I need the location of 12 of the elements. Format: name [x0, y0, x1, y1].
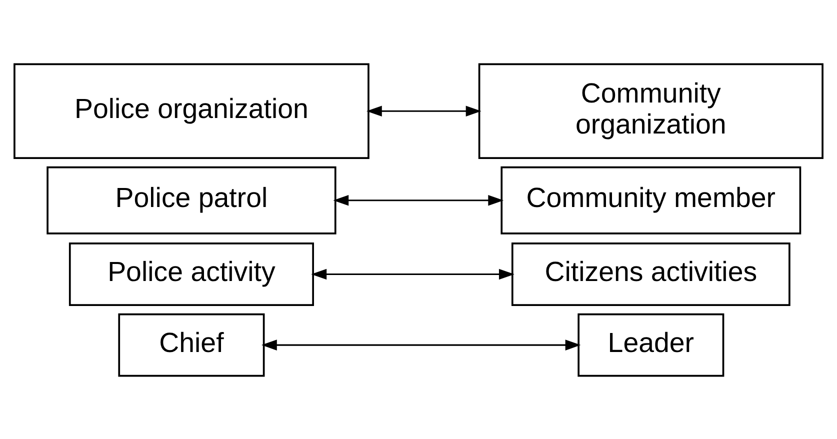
arrow	[366, 105, 482, 116]
node-box: Police patrol	[46, 166, 336, 234]
node-box: Community organization	[478, 62, 824, 158]
node-box: Chief	[118, 312, 265, 376]
arrow	[261, 339, 581, 350]
node-box: Police activity	[68, 242, 314, 306]
arrow	[311, 268, 514, 280]
arrow	[333, 194, 504, 206]
node-box: Community member	[500, 166, 802, 234]
node-box: Police organization	[14, 62, 370, 158]
node-box: Leader	[578, 312, 724, 376]
node-box: Citizens activities	[511, 242, 790, 306]
